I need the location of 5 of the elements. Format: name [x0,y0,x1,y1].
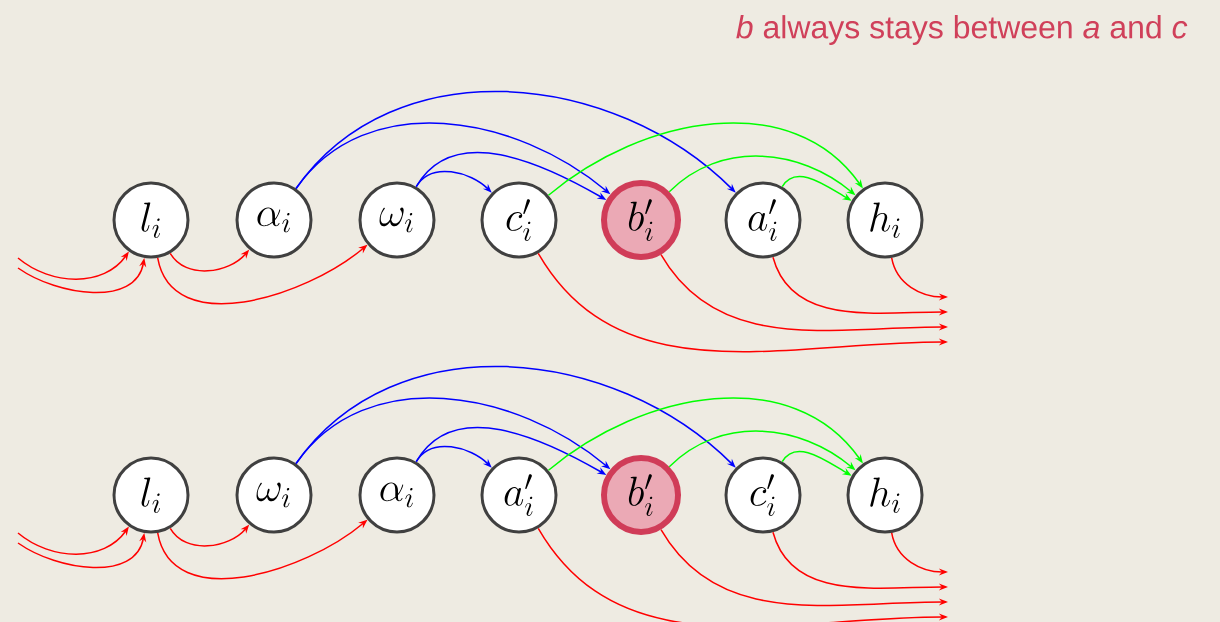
arrow [547,122,863,196]
arrow [547,397,863,471]
title: b always stays between a and c [736,15,1188,45]
arrow [295,365,736,468]
arrow [295,90,736,193]
